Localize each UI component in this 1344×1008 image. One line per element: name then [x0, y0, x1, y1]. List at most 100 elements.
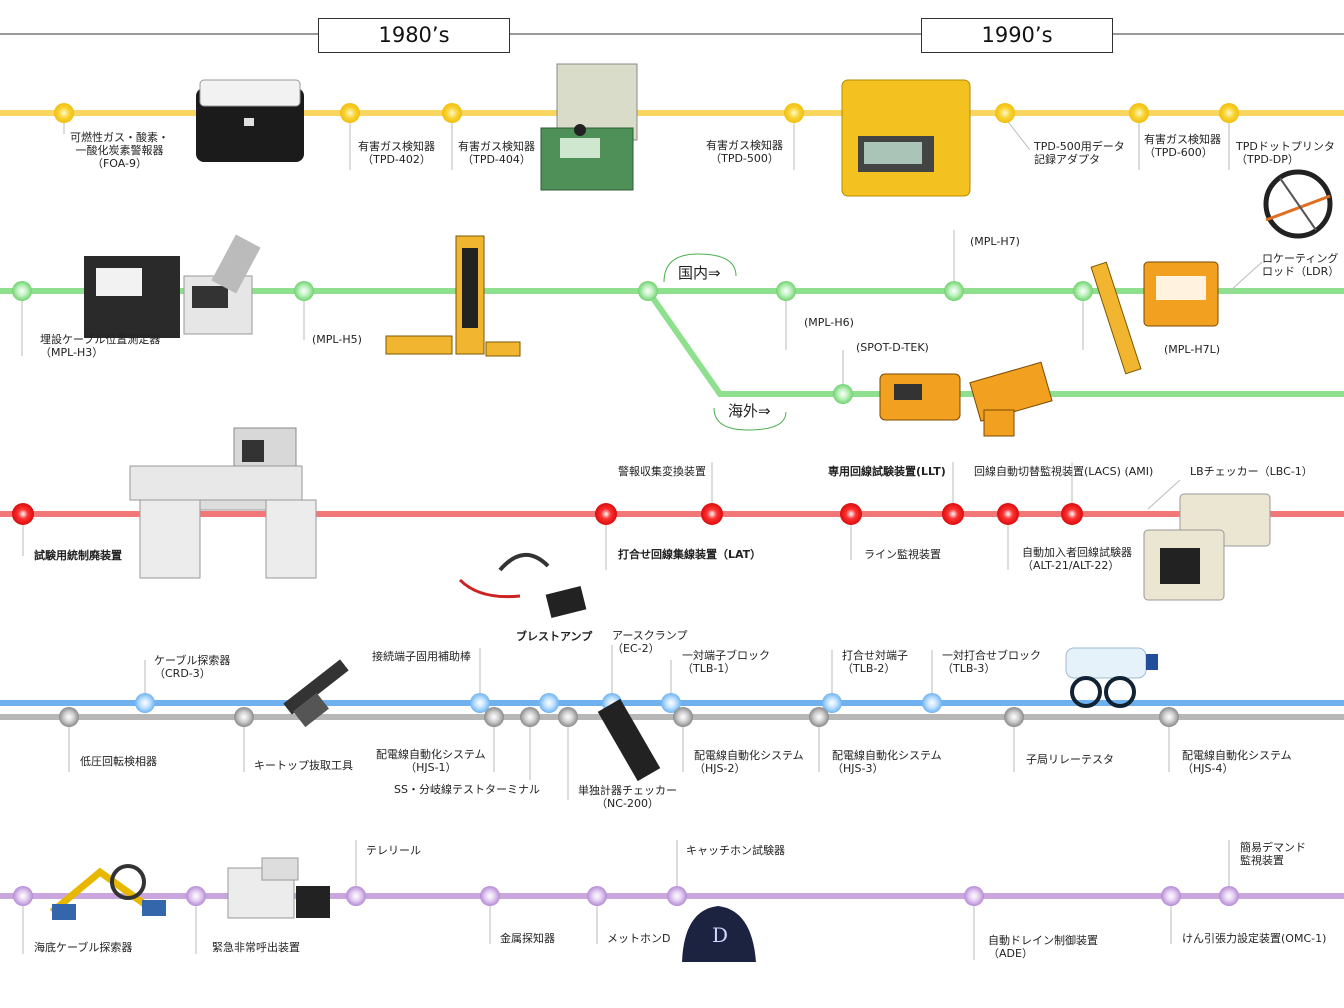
- station-gray: [1159, 707, 1179, 727]
- station-red: [942, 503, 964, 525]
- label-keytop-tool: キートップ抜取工具: [254, 759, 353, 772]
- station-gray: [234, 707, 254, 727]
- label-mplh6: (MPL-H6): [804, 316, 854, 329]
- label-ec2: アースクランプ （EC-2）: [612, 629, 688, 655]
- label-hjs3: 配電線自動化システム （HJS-3）: [832, 749, 942, 775]
- mplh3-device-image: [84, 234, 261, 338]
- track-red-stations: [12, 503, 1083, 525]
- station-red: [12, 503, 34, 525]
- label-telereel: テレリール: [366, 844, 421, 857]
- emergency-call-image: [227, 857, 330, 919]
- station-red: [997, 503, 1019, 525]
- label-nc200: 単独計器チェッカー （NC-200）: [578, 784, 677, 810]
- label-tlb2: 打合せ対端子 （TLB-2）: [842, 649, 908, 675]
- nc200-device-image: [597, 698, 661, 782]
- label-tpd500: 有害ガス検知器 （TPD-500）: [706, 139, 783, 165]
- station-blue: [539, 693, 559, 713]
- ldr-reel-image: [1263, 169, 1333, 239]
- label-tlb3: 一対打合せブロック （TLB-3）: [942, 649, 1041, 675]
- era-1980s-label: 1980’s: [318, 18, 510, 53]
- station-purple: [13, 886, 33, 906]
- label-mplh7l: (MPL-H7L): [1164, 343, 1221, 356]
- station-green: [776, 281, 796, 301]
- label-mplh3: 埋設ケーブル位置測定器 （MPL-H3）: [40, 333, 161, 359]
- label-metal-detector: 金属探知器: [500, 932, 555, 945]
- station-purple: [186, 886, 206, 906]
- label-line-monitor: ライン監視装置: [864, 548, 941, 561]
- station-green: [1073, 281, 1093, 301]
- station-gray: [673, 707, 693, 727]
- station-yellow: [1129, 103, 1149, 123]
- mplh7l-device-image: [1090, 261, 1219, 375]
- overseas-bubble-outline: [713, 407, 787, 431]
- station-yellow: [784, 103, 804, 123]
- station-red: [595, 503, 617, 525]
- track-purple-stations: [13, 886, 1239, 906]
- label-llt: 専用回線試験装置(LLT): [828, 465, 946, 478]
- label-ade: 自動ドレイン制御装置 （ADE）: [988, 934, 1098, 960]
- label-tpd500-adapter: TPD-500用データ 記録アダプタ: [1034, 140, 1125, 166]
- label-mplh5: (MPL-H5): [312, 333, 362, 346]
- station-gray: [558, 707, 578, 727]
- overseas-label: 海外⇒: [728, 402, 771, 420]
- station-purple: [480, 886, 500, 906]
- label-tpd404: 有害ガス検知器 （TPD-404）: [458, 140, 535, 166]
- label-lat: 打合せ回線集線装置（LAT）: [618, 548, 762, 561]
- label-demand-monitor: 簡易デマンド 監視装置: [1240, 841, 1306, 867]
- tpd404-device-image: [540, 63, 638, 191]
- track-yellow-stations: [54, 103, 1239, 123]
- station-gray: [520, 707, 540, 727]
- station-green: [833, 384, 853, 404]
- label-terminal-rod: 接続端子固用補助棒: [372, 650, 471, 663]
- station-blue: [822, 693, 842, 713]
- keytop-tool-image: [283, 659, 349, 728]
- station-blue: [922, 693, 942, 713]
- station-red: [1061, 503, 1083, 525]
- label-control-desk: 試験用統制廃装置: [34, 549, 122, 562]
- track-green-branch: [645, 289, 1344, 397]
- station-purple: [964, 886, 984, 906]
- station-purple: [667, 886, 687, 906]
- station-yellow: [1219, 103, 1239, 123]
- station-gray: [484, 707, 504, 727]
- mplh5-device-image: [385, 235, 521, 357]
- label-ss-terminal: SS・分岐線テストターミナル: [394, 783, 540, 796]
- label-foa9: 可燃性ガス・酸素・ 一酸化炭素警報器 （FOA-9）: [70, 131, 169, 170]
- station-red: [840, 503, 862, 525]
- label-tpddp: TPDドットプリンタ （TPD-DP）: [1236, 140, 1335, 166]
- station-yellow: [54, 103, 74, 123]
- label-omc1: けん引張力設定装置(OMC-1): [1182, 932, 1327, 945]
- station-gray: [1004, 707, 1024, 727]
- station-red: [701, 503, 723, 525]
- station-green: [638, 281, 658, 301]
- domestic-label: 国内⇒: [678, 264, 721, 282]
- label-hjs2: 配電線自動化システム （HJS-2）: [694, 749, 804, 775]
- station-blue: [661, 693, 681, 713]
- station-yellow: [340, 103, 360, 123]
- label-ldr: ロケーティング ロッド（LDR）: [1262, 252, 1340, 278]
- leader-lines: [21, 117, 1263, 960]
- track-green-stations: [12, 281, 1093, 404]
- station-green: [294, 281, 314, 301]
- label-mplh7: (MPL-H7): [970, 235, 1020, 248]
- station-blue: [135, 693, 155, 713]
- track-gray-stations: [59, 707, 1179, 727]
- metphone-helmet-image: D: [682, 906, 756, 962]
- label-lbc1: LBチェッカー（LBC-1）: [1190, 465, 1313, 478]
- era-1990s-label: 1990’s: [921, 18, 1113, 53]
- label-tpd402: 有害ガス検知器 （TPD-402）: [358, 140, 435, 166]
- label-submarine-detector: 海底ケーブル探索器: [34, 941, 133, 954]
- label-alt: 自動加入者回線試験器 （ALT-21/ALT-22）: [1022, 546, 1132, 572]
- label-phase-detector: 低圧回転検相器: [80, 755, 157, 768]
- svg-text:D: D: [712, 923, 728, 947]
- station-gray: [59, 707, 79, 727]
- station-blue: [470, 693, 490, 713]
- label-spot-d-tek: (SPOT-D-TEK): [856, 341, 929, 354]
- label-alarm-converter: 警報収集変換装置: [618, 465, 706, 478]
- control-desk-image: [129, 427, 317, 579]
- label-hjs4: 配電線自動化システム （HJS-4）: [1182, 749, 1292, 775]
- station-yellow: [995, 103, 1015, 123]
- station-purple: [346, 886, 366, 906]
- label-tlb1: 一対端子ブロック （TLB-1）: [682, 649, 770, 675]
- label-crd3: ケーブル探索器 （CRD-3）: [154, 654, 231, 680]
